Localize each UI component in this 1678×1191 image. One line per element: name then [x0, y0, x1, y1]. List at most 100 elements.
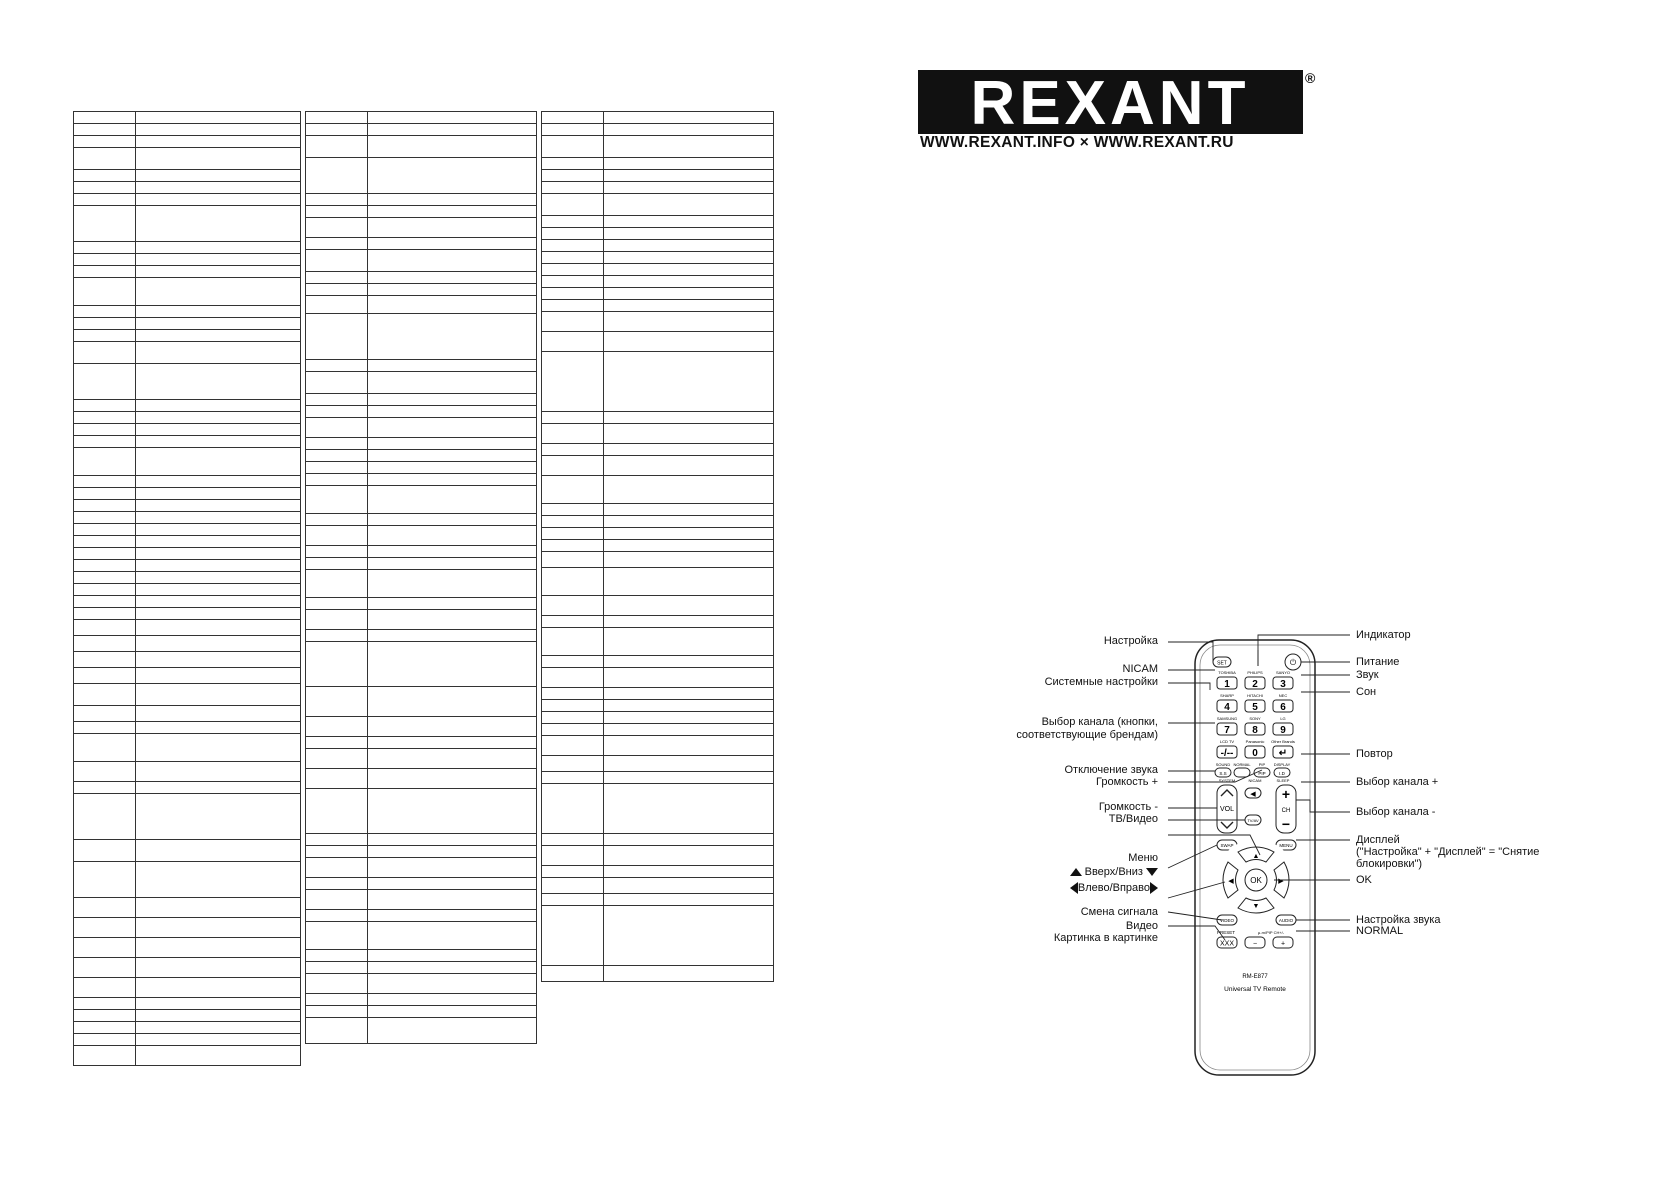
function-key[interactable]	[1273, 767, 1291, 778]
digit-key[interactable]	[1244, 745, 1266, 759]
digit-key[interactable]	[1272, 676, 1294, 690]
code-cell	[73, 667, 136, 684]
table-row	[305, 768, 537, 789]
code-cell	[73, 435, 136, 448]
brand-cell	[603, 169, 774, 182]
code-cell	[73, 1009, 136, 1022]
brand-cell	[603, 567, 774, 596]
brand-cell	[367, 313, 537, 360]
table-row	[73, 977, 301, 998]
table-row	[73, 135, 301, 148]
table-row	[541, 475, 774, 504]
code-cell	[73, 317, 136, 330]
table-row	[305, 909, 537, 922]
code-cell	[73, 683, 136, 706]
brand-cell	[135, 547, 301, 560]
dpad-left[interactable]	[1222, 861, 1239, 899]
table-row	[541, 567, 774, 596]
table-row	[541, 443, 774, 456]
code-cell	[73, 977, 136, 998]
ok-button[interactable]	[1244, 868, 1268, 892]
table-row	[541, 905, 774, 966]
digit-keypad: TOSHIBA1PHILIPS2SANYO3SHARP4HITACHI5NEC6…	[1214, 670, 1295, 783]
table-row	[541, 845, 774, 866]
digit-key[interactable]	[1244, 699, 1266, 713]
function-key[interactable]	[1233, 767, 1251, 778]
brand-cell	[135, 447, 301, 476]
brand-cell	[603, 263, 774, 276]
function-label: SOUND	[1216, 762, 1231, 767]
table-row	[541, 503, 774, 516]
code-cell	[541, 135, 604, 158]
digit-key[interactable]	[1244, 676, 1266, 690]
code-cell	[305, 597, 368, 610]
table-row	[73, 705, 301, 722]
brand-cell	[367, 949, 537, 962]
brand-cell	[367, 1017, 537, 1044]
bottom-key[interactable]	[1244, 936, 1266, 949]
code-cell	[73, 1033, 136, 1046]
bottom-key[interactable]	[1272, 936, 1294, 949]
callout-setup: Настройка	[1103, 635, 1158, 647]
digit-key[interactable]	[1216, 745, 1238, 759]
vol-rocker[interactable]	[1216, 784, 1238, 834]
brand-label: SAMSUNG	[1217, 716, 1237, 721]
callout-indicator: Индикатор	[1356, 629, 1411, 641]
function-key[interactable]	[1214, 767, 1232, 778]
table-row	[305, 961, 537, 974]
brand-cell	[135, 523, 301, 536]
function-key[interactable]	[1253, 767, 1271, 778]
ch-rocker[interactable]	[1275, 784, 1297, 834]
digit-key[interactable]	[1216, 676, 1238, 690]
function-label: DISPLAY	[1274, 762, 1291, 767]
dpad-up[interactable]	[1237, 846, 1275, 863]
digit-key[interactable]	[1216, 699, 1238, 713]
brand-cell	[367, 193, 537, 206]
table-row	[73, 1045, 301, 1066]
callout-repeat: Повтор	[1356, 748, 1393, 760]
bottom-key[interactable]	[1216, 936, 1238, 949]
brand-cell	[367, 569, 537, 598]
digit-key[interactable]	[1244, 722, 1266, 736]
table-row	[305, 405, 537, 418]
brand-cell	[135, 861, 301, 898]
brand-cell	[135, 475, 301, 488]
code-cell	[541, 157, 604, 170]
table-row	[73, 651, 301, 668]
brand-cell	[367, 921, 537, 950]
code-cell	[73, 363, 136, 400]
digit-key[interactable]	[1272, 722, 1294, 736]
code-cell	[73, 523, 136, 536]
table-row	[305, 845, 537, 858]
brand-cell	[367, 295, 537, 314]
code-cell	[541, 475, 604, 504]
code-cell	[541, 699, 604, 712]
table-row	[305, 271, 537, 284]
table-row	[541, 169, 774, 182]
table-row	[541, 351, 774, 412]
code-cell	[73, 547, 136, 560]
code-cell	[73, 897, 136, 918]
dpad-down[interactable]	[1237, 897, 1275, 914]
table-row	[541, 711, 774, 724]
brand-label: PHILIPS	[1247, 670, 1263, 675]
code-cell	[73, 511, 136, 524]
digit-key[interactable]	[1216, 722, 1238, 736]
video-button[interactable]	[1216, 914, 1238, 926]
code-cell	[305, 295, 368, 314]
brand-cell	[135, 897, 301, 918]
code-cell	[541, 833, 604, 846]
ch-plus-icon: +	[1282, 786, 1290, 802]
table-row	[305, 569, 537, 598]
tv-av-label: TV/AV	[1247, 818, 1259, 823]
table-row	[541, 595, 774, 616]
brand-cell	[367, 609, 537, 630]
table-row	[73, 241, 301, 254]
code-cell	[305, 857, 368, 878]
brand-label: NEC	[1279, 693, 1288, 698]
callout-video: Видео	[1125, 920, 1158, 932]
brand-cell	[367, 993, 537, 1006]
digit-key[interactable]	[1272, 745, 1294, 759]
digit-key[interactable]	[1272, 699, 1294, 713]
mute-button[interactable]	[1244, 787, 1262, 799]
